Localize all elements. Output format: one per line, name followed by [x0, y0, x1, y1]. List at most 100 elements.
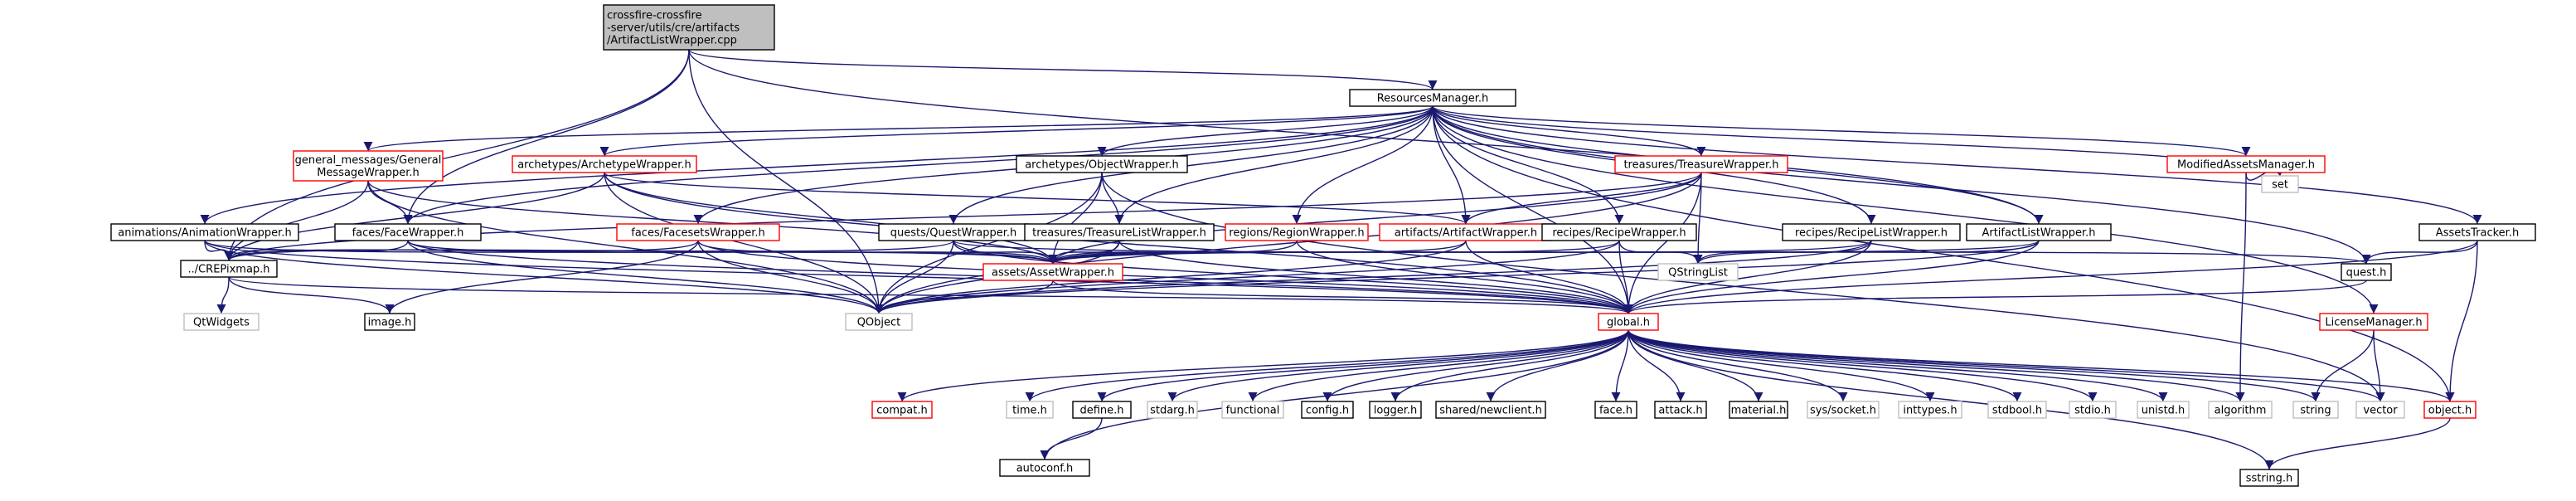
node-label: sys/socket.h	[1810, 405, 1876, 417]
node-label: MessageWrapper.h	[317, 167, 420, 179]
node-root[interactable]: crossfire-crossfire-server/utils/cre/art…	[603, 4, 775, 51]
node-global[interactable]: global.h	[1598, 313, 1659, 331]
edge-objecth-to-sstring	[2264, 417, 2451, 470]
edge-recipe-to-global	[1618, 240, 1633, 314]
edge-assets-tracker-to-objecth	[2445, 240, 2478, 402]
node-autoconf[interactable]: autoconf.h	[999, 459, 1090, 477]
edge-resources-to-objecth	[1432, 105, 2455, 402]
edge-archetype-to-qobject	[604, 172, 884, 314]
node-label: treasures/TreasureWrapper.h	[1623, 159, 1778, 172]
node-box	[1435, 401, 1546, 419]
edge-global-to-compat	[897, 329, 1629, 402]
node-regions[interactable]: regions/RegionWrapper.h	[1225, 223, 1369, 241]
node-facesets[interactable]: faces/FacesetsWrapper.h	[616, 223, 780, 241]
edge-general-to-qobject	[367, 180, 884, 314]
node-label: algorithm	[2215, 405, 2267, 417]
node-box	[1782, 223, 1961, 241]
edge-root-to-qobject	[688, 49, 884, 314]
node-define[interactable]: define.h	[1072, 401, 1132, 419]
node-box	[603, 4, 775, 51]
node-label: assets/AssetWrapper.h	[992, 267, 1114, 280]
node-quests[interactable]: quests/QuestWrapper.h	[878, 223, 1029, 241]
node-config[interactable]: config.h	[1301, 401, 1354, 419]
node-object-wrapper[interactable]: archetypes/ObjectWrapper.h	[1016, 155, 1188, 173]
node-label: string	[2300, 405, 2331, 417]
edge-global-to-stdio	[1628, 329, 2098, 402]
edge-define-to-autoconf	[1040, 417, 1103, 460]
edge-treasure-to-crepixmap	[224, 172, 1702, 261]
edge-crepixmap-to-image	[228, 276, 395, 314]
node-label: sstring.h	[2246, 473, 2292, 485]
node-box	[871, 401, 933, 419]
node-label: ModifiedAssetsManager.h	[2177, 159, 2315, 172]
edge-asset-wrapper-to-global	[1052, 280, 1633, 314]
node-box	[180, 260, 278, 278]
node-image[interactable]: image.h	[364, 313, 415, 331]
node-license[interactable]: LicenseManager.h	[2319, 313, 2428, 331]
node-material[interactable]: material.h	[1729, 401, 1788, 419]
edge-global-to-faceh	[1611, 329, 1629, 402]
edge-resources-to-set	[1432, 105, 2285, 177]
node-box	[183, 313, 260, 331]
node-box	[1369, 401, 1422, 419]
edge-root-to-resources	[688, 49, 1438, 90]
node-asset-wrapper[interactable]: assets/AssetWrapper.h	[982, 263, 1123, 281]
node-box	[1016, 155, 1188, 173]
node-quest[interactable]: quest.h	[2341, 263, 2392, 281]
edge-quests-to-crepixmap	[224, 240, 954, 261]
node-artifact-list[interactable]: ArtifactListWrapper.h	[1966, 223, 2112, 241]
node-artifact[interactable]: artifacts/ArtifactWrapper.h	[1379, 223, 1553, 241]
node-box	[845, 313, 913, 331]
node-box	[2208, 401, 2273, 419]
edge-global-to-functional	[1248, 329, 1629, 402]
node-objecth[interactable]: object.h	[2423, 401, 2477, 419]
edge-object-wrapper-to-treasure-list	[1101, 172, 1124, 225]
node-label: object.h	[2428, 405, 2472, 417]
node-box	[2137, 401, 2190, 419]
edge-root-to-crepixmap	[224, 49, 690, 261]
node-recipe-list[interactable]: recipes/RecipeListWrapper.h	[1782, 223, 1961, 241]
edge-global-to-define	[1097, 329, 1629, 402]
edge-treasure-to-global	[1623, 172, 1702, 314]
edge-assets-tracker-to-global	[1623, 240, 2478, 314]
edge-resources-to-artifact	[1432, 105, 1471, 225]
edge-facesets-to-image	[385, 240, 699, 314]
node-label: face.h	[1599, 405, 1632, 417]
node-box	[1898, 401, 1962, 419]
node-label: vector	[2363, 405, 2398, 417]
node-logger[interactable]: logger.h	[1369, 401, 1422, 419]
edge-treasure-to-asset-wrapper	[1048, 172, 1702, 265]
node-crepixmap[interactable]: ../CREPixmap.h	[180, 260, 278, 278]
node-newclient[interactable]: shared/newclient.h	[1435, 401, 1546, 419]
node-label: ResourcesManager.h	[1377, 93, 1489, 105]
node-treasure[interactable]: treasures/TreasureWrapper.h	[1614, 155, 1788, 173]
edge-license-to-vector	[2373, 329, 2385, 402]
node-compat[interactable]: compat.h	[871, 401, 933, 419]
node-attack[interactable]: attack.h	[1654, 401, 1707, 419]
node-archetype[interactable]: archetypes/ArchetypeWrapper.h	[512, 155, 697, 173]
node-label: archetypes/ObjectWrapper.h	[1025, 159, 1179, 172]
edge-resources-to-treasure	[1432, 105, 1706, 157]
node-animation[interactable]: animations/AnimationWrapper.h	[110, 223, 299, 241]
node-modified[interactable]: ModifiedAssetsManager.h	[2166, 155, 2326, 173]
node-box	[1654, 401, 1707, 419]
edge-resources-to-general	[363, 105, 1434, 152]
node-label: time.h	[1012, 405, 1047, 417]
node-assets-tracker[interactable]: AssetsTracker.h	[2418, 223, 2536, 241]
node-box	[616, 223, 780, 241]
node-treasure-list[interactable]: treasures/TreasureListWrapper.h	[1024, 223, 1215, 241]
node-box	[364, 313, 415, 331]
node-faceh[interactable]: face.h	[1594, 401, 1637, 419]
node-label: treasures/TreasureListWrapper.h	[1032, 227, 1206, 240]
node-face[interactable]: faces/FaceWrapper.h	[334, 223, 482, 241]
node-box	[512, 155, 697, 173]
node-resources[interactable]: ResourcesManager.h	[1349, 89, 1516, 107]
node-sstring[interactable]: sstring.h	[2239, 469, 2299, 487]
node-label: functional	[1226, 405, 1280, 417]
node-inttypes: inttypes.h	[1898, 401, 1962, 419]
node-label: ArtifactListWrapper.h	[1982, 227, 2095, 240]
node-recipe[interactable]: recipes/RecipeWrapper.h	[1541, 223, 1697, 241]
node-label: faces/FacesetsWrapper.h	[631, 227, 764, 240]
